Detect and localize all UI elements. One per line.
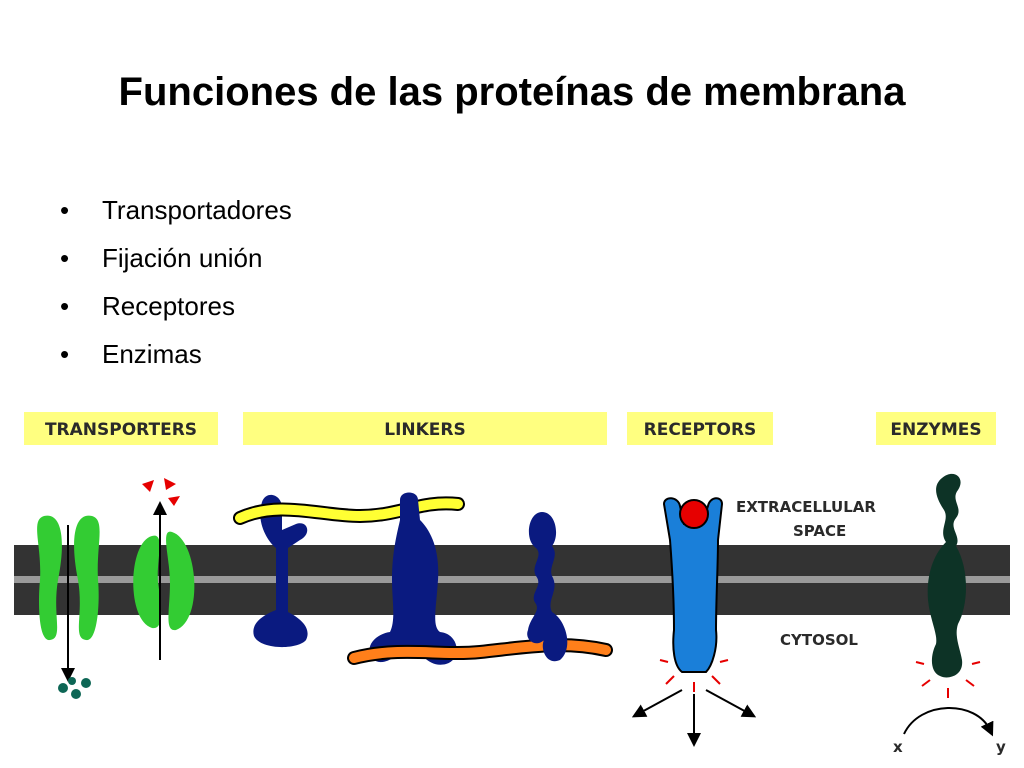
activation-ray: [971, 661, 981, 665]
solute-triangle: [168, 496, 180, 506]
catalysis-arrow: [903, 707, 994, 737]
bullet-text: Transportadores: [102, 195, 292, 225]
activation-ray: [965, 679, 975, 687]
label-cytosol: CYTOSOL: [780, 631, 858, 649]
lipid-bilayer: [14, 545, 1010, 615]
solute-triangle: [142, 480, 154, 492]
bullet-dot: •: [60, 291, 70, 321]
label-box-enzymes: ENZYMES: [876, 412, 996, 445]
extracellular-fiber: [235, 498, 463, 523]
label-box-receptors: RECEPTORS: [627, 412, 773, 445]
label-extracellular: EXTRACELLULAR: [736, 498, 876, 516]
label-box-bg: [627, 412, 773, 445]
enzyme-protein: x y: [893, 473, 1006, 756]
membrane-protein-diagram: TRANSPORTERS LINKERS RECEPTORS ENZYMES: [14, 412, 1010, 756]
label-linkers: LINKERS: [384, 420, 466, 440]
linker-anchor: [253, 494, 308, 648]
solute-particle: [58, 683, 68, 693]
bullet-dot: •: [60, 195, 70, 225]
receptor-protein: [631, 497, 757, 747]
label-substrate-x: x: [893, 738, 903, 756]
linker-protein-3: [527, 512, 568, 662]
label-box-linkers: LINKERS: [243, 412, 607, 445]
label-product-y: y: [996, 738, 1006, 756]
signal-arrow-left: [631, 689, 683, 718]
bullet-item-transportadores: • Transportadores: [60, 186, 292, 234]
solute-particle: [81, 678, 91, 688]
bullet-dot: •: [60, 339, 70, 369]
solute-triangle: [164, 478, 176, 490]
bullet-item-fijacion: • Fijación unión: [60, 234, 292, 282]
bullet-text: Fijación unión: [102, 243, 263, 273]
linker-anchor: [369, 492, 457, 665]
activation-ray: [711, 675, 721, 685]
label-box-bg: [876, 412, 996, 445]
transporter-subunit-right: [74, 515, 100, 641]
enzyme-activation-rays: [915, 661, 981, 698]
bullet-text: Enzimas: [102, 339, 202, 369]
linker-anchor: [527, 512, 568, 662]
transporter-channel: [37, 515, 100, 699]
bullet-text: Receptores: [102, 291, 235, 321]
bullet-item-receptores: • Receptores: [60, 282, 292, 330]
slide-title: Funciones de las proteínas de membrana: [118, 70, 906, 114]
activation-ray: [915, 661, 925, 665]
enzyme-body: [927, 473, 966, 678]
label-extracellular-space: SPACE: [793, 522, 846, 540]
activation-ray: [659, 659, 669, 663]
activation-ray: [719, 659, 729, 663]
label-transporters: TRANSPORTERS: [45, 420, 197, 440]
signal-ligand: [679, 499, 709, 529]
linker-protein-1: [233, 494, 465, 648]
bullet-dot: •: [60, 243, 70, 273]
solute-particle: [68, 677, 76, 685]
label-box-bg: [243, 412, 607, 445]
label-enzymes: ENZYMES: [890, 420, 981, 440]
bullet-item-enzimas: • Enzimas: [60, 330, 292, 378]
carrier-subunit-left: [133, 535, 162, 629]
label-box-transporters: TRANSPORTERS: [24, 412, 218, 445]
transporter-carrier: [133, 478, 195, 660]
activation-ray: [921, 679, 931, 687]
carrier-subunit-right: [166, 531, 195, 631]
activation-ray: [665, 675, 675, 685]
receptor-activation-rays: [659, 659, 729, 692]
solute-particle: [71, 689, 81, 699]
signal-arrow-right: [705, 689, 757, 718]
membrane-midline: [14, 576, 1010, 583]
label-receptors: RECEPTORS: [644, 420, 757, 440]
label-box-bg: [24, 412, 218, 445]
transporter-subunit-left: [37, 515, 62, 641]
bullet-list: • Transportadores • Fijación unión • Recept…: [60, 186, 292, 378]
